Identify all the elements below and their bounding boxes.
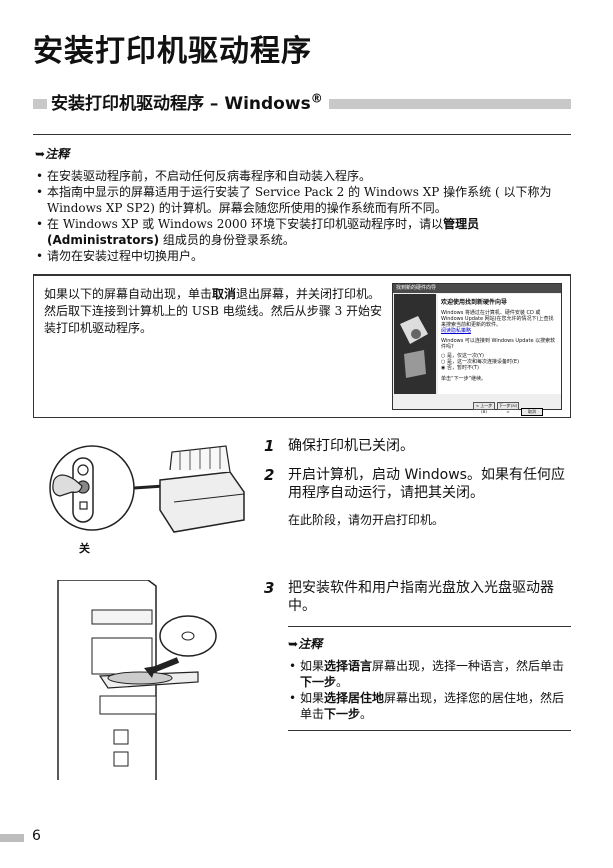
dialog-option: ○ 是，仅这一次(Y) (441, 353, 484, 359)
note-arrow-icon: ➥ (35, 147, 46, 161)
page-number: 6 (32, 828, 41, 844)
note-heading: ➥注释 (288, 635, 571, 652)
step-number: 2 (264, 466, 275, 484)
back-button: < 上一步(B) (473, 402, 495, 414)
list-item: 在安装驱动程序前，不启动任何反病毒程序和自动装入程序。 (35, 168, 571, 184)
found-new-hardware-dialog: 找到新的硬件向导 欢迎使用找到新硬件向导 Windows 将通过在计算机、硬件安… (392, 283, 562, 416)
power-off-label: 关 (79, 542, 90, 555)
dialog-buttons: < 上一步(B)下一步(N) >取消 (473, 398, 545, 417)
privacy-link: 阅读隐私策略 (441, 328, 472, 334)
note-heading: ➥注释 (35, 145, 571, 162)
section-title: 安装打印机驱动程序 – Windows® (47, 89, 329, 114)
registered-mark: ® (310, 91, 323, 106)
step-number: 3 (264, 579, 275, 597)
dialog-next-hint: 单击“下一步”继续。 (441, 376, 487, 382)
note-top: ➥注释 在安装驱动程序前，不启动任何反病毒程序和自动装入程序。 本指南中显示的屏… (33, 134, 571, 275)
step-2-note: 在此阶段，请勿开启打印机。 (288, 513, 445, 527)
list-item: 请勿在安装过程中切换用户。 (35, 248, 571, 264)
page-number-bar (0, 834, 24, 842)
auto-screen-box: 如果以下的屏幕自动出现，单击取消退出屏幕，并关闭打印机。然后取下连接到计算机上的… (33, 275, 571, 418)
next-button: 下一步(N) > (497, 402, 519, 414)
cancel-button: 取消 (521, 408, 543, 416)
step-2: 2 开启计算机，启动 Windows。如果有任何应用程序自动运行，请把其关闭。 (264, 466, 578, 502)
section-title-text: 安装打印机驱动程序 – Windows (51, 94, 311, 114)
note-list: 在安装驱动程序前，不启动任何反病毒程序和自动装入程序。 本指南中显示的屏幕适用于… (35, 168, 571, 264)
step-number: 1 (264, 437, 275, 455)
section-header: 安装打印机驱动程序 – Windows® (33, 89, 571, 114)
hardware-wizard-icon (394, 294, 436, 394)
cancel-label: 取消 (212, 287, 237, 301)
list-item: 如果选择语言屏幕出现，选择一种语言，然后单击下一步。 (288, 658, 571, 690)
note-list: 如果选择语言屏幕出现，选择一种语言，然后单击下一步。 如果选择居住地屏幕出现，选… (288, 658, 571, 722)
note-heading-text: 注释 (298, 637, 323, 651)
dialog-graphic-pane (394, 294, 436, 394)
dialog-option: ◉ 否，暂时不(T) (441, 365, 479, 371)
printer-power-icon (49, 445, 245, 533)
step-text: 确保打印机已关闭。 (288, 438, 414, 454)
dialog-question: Windows 可以连接到 Windows Update 以搜索软件吗? (441, 338, 556, 350)
note-heading-text: 注释 (45, 147, 70, 161)
note-arrow-icon: ➥ (288, 637, 299, 651)
box-text: 如果以下的屏幕自动出现，单击取消退出屏幕，并关闭打印机。然后取下连接到计算机上的… (44, 287, 383, 335)
dialog-content: 欢迎使用找到新硬件向导 Windows 将通过在计算机、硬件安装 CD 或 Wi… (438, 294, 561, 394)
step-1: 1 确保打印机已关闭。 (264, 437, 578, 455)
list-item: 本指南中显示的屏幕适用于运行安装了 Service Pack 2 的 Windo… (35, 184, 571, 216)
page-title: 安装打印机驱动程序 (33, 34, 312, 69)
printer-illustration (40, 440, 250, 540)
dialog-body: Windows 将通过在计算机、硬件安装 CD 或 Windows Update… (441, 310, 554, 328)
computer-cd-illustration (48, 579, 248, 780)
cd-drive-icon (57, 579, 217, 780)
step-3: 3 把安装软件和用户指南光盘放入光盘驱动器中。 (264, 579, 578, 615)
dialog-option: ○ 是，这一次和每次连接设备时(E) (441, 359, 520, 365)
list-item: 如果选择居住地屏幕出现，选择您的居住地，然后单击下一步。 (288, 690, 571, 722)
list-item: 在 Windows XP 或 Windows 2000 环境下安装打印机驱动程序… (35, 216, 571, 248)
admin-label: 管理员 (Administrators) (47, 217, 480, 247)
note-bottom: ➥注释 如果选择语言屏幕出现，选择一种语言，然后单击下一步。 如果选择居住地屏幕… (288, 626, 571, 731)
step-text: 把安装软件和用户指南光盘放入光盘驱动器中。 (288, 580, 554, 614)
step-text: 开启计算机，启动 Windows。如果有任何应用程序自动运行，请把其关闭。 (288, 467, 565, 501)
dialog-titlebar: 找到新的硬件向导 (393, 284, 561, 293)
dialog-heading: 欢迎使用找到新硬件向导 (441, 299, 508, 306)
